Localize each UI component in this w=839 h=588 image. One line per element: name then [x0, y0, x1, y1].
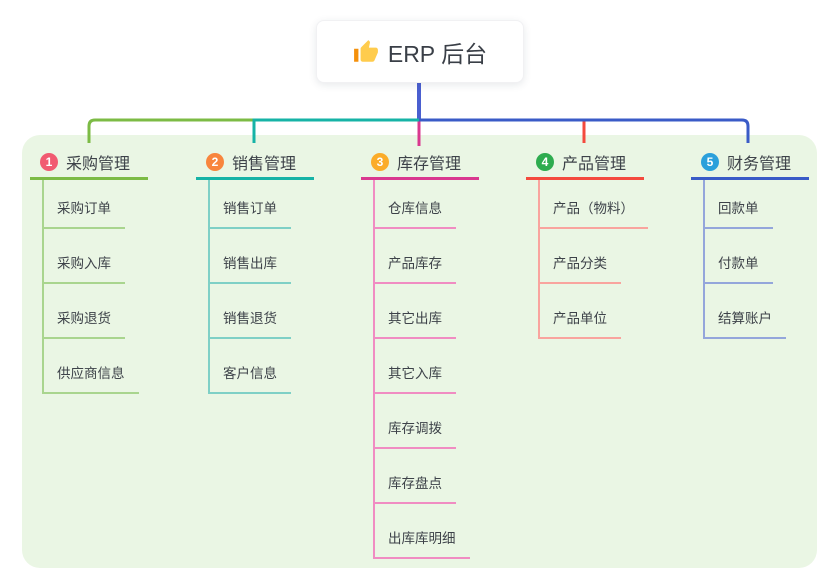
branch-number-badge: 4 — [536, 152, 554, 171]
child-node[interactable]: 采购入库 — [42, 255, 125, 284]
child-node[interactable]: 产品单位 — [538, 310, 621, 339]
branch-node[interactable]: 4 产品管理 — [526, 146, 644, 180]
branch-label: 采购管理 — [66, 155, 131, 173]
canvas-panel — [22, 135, 817, 568]
branch-label: 产品管理 — [562, 155, 627, 173]
branch-node[interactable]: 1 采购管理 — [30, 146, 148, 180]
child-node[interactable]: 库存盘点 — [373, 475, 456, 504]
branch-number-badge: 1 — [40, 152, 58, 171]
child-node[interactable]: 付款单 — [703, 255, 773, 284]
child-node[interactable]: 销售退货 — [208, 310, 291, 339]
branch-vertical-line — [42, 180, 44, 394]
child-node[interactable]: 回款单 — [703, 200, 773, 229]
branch-number-badge: 3 — [371, 152, 389, 171]
branch-node[interactable]: 2 销售管理 — [196, 146, 314, 180]
child-node[interactable]: 库存调拨 — [373, 420, 456, 449]
branch-node[interactable]: 5 财务管理 — [691, 146, 809, 180]
branch-label: 财务管理 — [727, 155, 792, 173]
root-label: ERP 后台 — [387, 40, 488, 67]
child-node[interactable]: 采购退货 — [42, 310, 125, 339]
child-node[interactable]: 产品分类 — [538, 255, 621, 284]
branch-label: 库存管理 — [397, 155, 462, 173]
branch-number-badge: 2 — [206, 152, 224, 171]
branch-number-badge: 5 — [701, 152, 719, 171]
child-node[interactable]: 供应商信息 — [42, 365, 139, 394]
child-node[interactable]: 其它入库 — [373, 365, 456, 394]
thumbs-up-icon — [353, 39, 379, 65]
child-node[interactable]: 采购订单 — [42, 200, 125, 229]
child-node[interactable]: 客户信息 — [208, 365, 291, 394]
branch-vertical-line — [538, 180, 540, 339]
branch-vertical-line — [208, 180, 210, 394]
branch-node[interactable]: 3 库存管理 — [361, 146, 479, 180]
branch-label: 销售管理 — [232, 155, 297, 173]
child-node[interactable]: 其它出库 — [373, 310, 456, 339]
child-node[interactable]: 出库库明细 — [373, 530, 470, 559]
root-node-erp[interactable]: ERP 后台 — [316, 20, 524, 83]
branch-vertical-line — [703, 180, 705, 339]
child-node[interactable]: 结算账户 — [703, 310, 786, 339]
child-node[interactable]: 仓库信息 — [373, 200, 456, 229]
child-node[interactable]: 销售出库 — [208, 255, 291, 284]
child-node[interactable]: 产品库存 — [373, 255, 456, 284]
child-node[interactable]: 销售订单 — [208, 200, 291, 229]
branch-vertical-line — [373, 180, 375, 559]
child-node[interactable]: 产品（物料） — [538, 200, 648, 229]
